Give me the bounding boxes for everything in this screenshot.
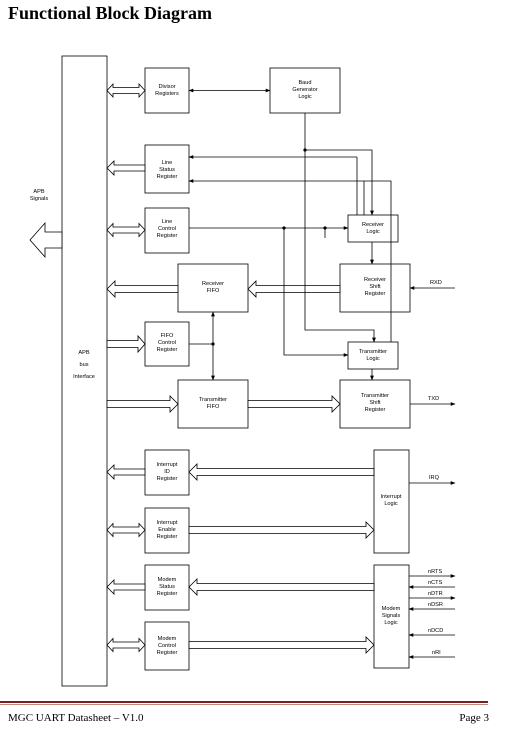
- nri-label: nRI: [432, 650, 441, 656]
- receiver-fifo-bus-arrow: [106, 280, 179, 298]
- rxd-label: RXD: [430, 280, 442, 286]
- line-control-to-transmitter-logic: [283, 228, 349, 357]
- ndsr-label: nDSR: [428, 602, 443, 608]
- fifo-control-bus-arrow: [106, 334, 146, 354]
- page-title: Functional Block Diagram: [8, 3, 213, 23]
- transmitter-status-feed: [364, 180, 392, 342]
- interrupt-enable-bus-arrow: [106, 522, 146, 538]
- divisor-bus-arrow: [106, 82, 146, 99]
- receiver-shift-bus-arrow: [247, 280, 341, 298]
- baud-to-receiver-logic-line: [305, 149, 374, 216]
- line-control-bus-arrow: [106, 222, 146, 238]
- interrupt-logic-bus-arrow: [188, 463, 375, 481]
- nrts-label: nRTS: [428, 569, 442, 575]
- transmitter-shift-bus-arrow: [247, 395, 341, 413]
- interrupt-enable-logic-arrow: [188, 521, 375, 539]
- apb-bus-interface-box: [61, 55, 108, 687]
- transmitter-fifo-bus-arrow: [106, 395, 179, 413]
- modem-signals-status-arrow: [188, 578, 375, 596]
- modem-control-bus-arrow: [106, 637, 146, 653]
- interrupt-logic-box: [373, 449, 410, 554]
- line-status-bus-arrow: [106, 160, 146, 176]
- ncts-label: nCTS: [428, 580, 443, 586]
- footer-rule-thin: [0, 704, 488, 705]
- irq-label: IRQ: [429, 475, 440, 481]
- footer-rule: [0, 701, 488, 703]
- txd-label: TXD: [428, 396, 439, 402]
- interrupt-id-bus-arrow: [106, 464, 146, 480]
- modem-control-logic-arrow: [188, 636, 375, 654]
- modem-signals-logic-box: [373, 564, 410, 669]
- modem-status-bus-arrow: [106, 579, 146, 595]
- footer-page-number: Page 3: [459, 712, 489, 724]
- ndcd-label: nDCD: [428, 628, 443, 634]
- ndtr-label: nDTR: [428, 591, 443, 597]
- apb-signals-arrow: [29, 221, 63, 259]
- baud-to-transmitter-logic-line: [304, 150, 376, 343]
- footer-document-name: MGC UART Datasheet – V1.0: [8, 712, 144, 724]
